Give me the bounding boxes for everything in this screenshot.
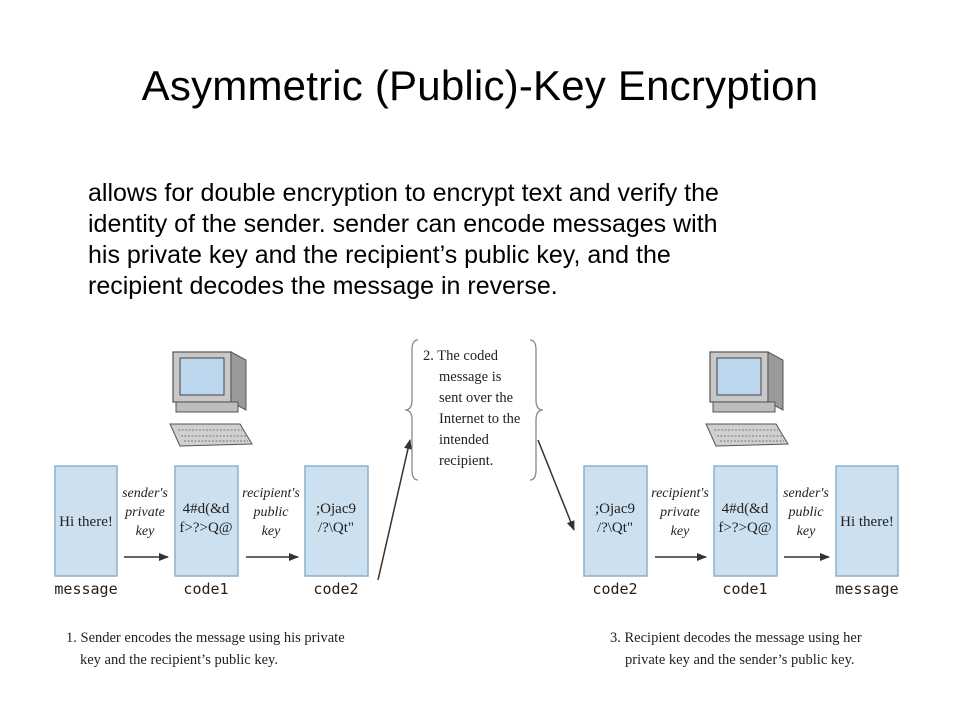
arrow-label: private: [124, 505, 165, 520]
slide-title: Asymmetric (Public)-Key Encryption: [141, 62, 819, 109]
arrow-label: private: [659, 505, 700, 520]
right-caption: 3. Recipient decodes the message using h…: [610, 630, 862, 668]
computer-icon: [169, 351, 253, 447]
note-line: 2. The coded: [423, 348, 499, 364]
arrow-label: public: [788, 505, 825, 520]
box-text: /?\Qt": [318, 520, 354, 536]
note-line: intended: [439, 432, 490, 448]
caption-line: 1. Sender encodes the message using his …: [66, 630, 345, 646]
slide-body: allows for double encryption to encrypt …: [88, 178, 908, 302]
box-label: message: [54, 580, 117, 598]
computer-icon: [705, 351, 789, 447]
body-line: identity of the sender. sender can encod…: [88, 210, 718, 238]
box-text: 4#d(&d: [183, 501, 230, 517]
left-code2-box: ;Ojac9 /?\Qt": [304, 465, 369, 577]
box-text: f>?>Q@: [179, 520, 232, 536]
arrow-label: recipient's: [242, 486, 300, 501]
note-line: sent over the: [439, 390, 513, 406]
box-text: ;Ojac9: [316, 501, 356, 517]
body-line: allows for double encryption to encrypt …: [88, 179, 719, 207]
arrow-label: key: [797, 524, 816, 539]
arrow-label: public: [253, 505, 290, 520]
body-line: recipient decodes the message in reverse…: [88, 272, 558, 300]
box-text: ;Ojac9: [595, 501, 635, 517]
box-label: code1: [183, 580, 228, 598]
caption-line: 3. Recipient decodes the message using h…: [610, 630, 862, 646]
box-text: Hi there!: [840, 514, 894, 530]
right-arrow-recipient-private-key: recipient's private key: [651, 486, 709, 561]
arrow-from-internet: [537, 439, 575, 531]
arrow-to-internet: [377, 439, 412, 581]
note-line: message is: [439, 369, 502, 385]
box-text: 4#d(&d: [722, 501, 769, 517]
box-text: Hi there!: [59, 514, 113, 530]
note-line: Internet to the: [439, 411, 520, 427]
box-label: message: [835, 580, 898, 598]
box-label: code2: [592, 580, 637, 598]
caption-line: key and the recipient’s public key.: [80, 652, 278, 668]
left-code1-box: 4#d(&d f>?>Q@: [174, 465, 239, 577]
arrow-label: key: [671, 524, 690, 539]
right-message-box: Hi there!: [835, 465, 899, 577]
right-arrow-sender-public-key: sender's public key: [783, 486, 830, 561]
transmission-note: 2. The coded message is sent over the In…: [404, 339, 544, 481]
box-label: code2: [313, 580, 358, 598]
left-message-box: Hi there!: [54, 465, 118, 577]
right-code1-box: 4#d(&d f>?>Q@: [713, 465, 778, 577]
left-arrow-recipient-public-key: recipient's public key: [242, 486, 300, 561]
note-line: recipient.: [439, 453, 493, 469]
box-text: f>?>Q@: [718, 520, 771, 536]
arrow-label: sender's: [122, 486, 168, 501]
caption-line: private key and the sender’s public key.: [625, 652, 855, 668]
box-text: /?\Qt": [597, 520, 633, 536]
right-code2-box: ;Ojac9 /?\Qt": [583, 465, 648, 577]
arrow-label: recipient's: [651, 486, 709, 501]
arrow-label: key: [262, 524, 281, 539]
box-label: code1: [722, 580, 767, 598]
body-line: his private key and the recipient’s publ…: [88, 241, 671, 269]
arrow-label: key: [136, 524, 155, 539]
left-arrow-sender-private-key: sender's private key: [122, 486, 169, 561]
arrow-label: sender's: [783, 486, 829, 501]
left-caption: 1. Sender encodes the message using his …: [66, 630, 345, 668]
